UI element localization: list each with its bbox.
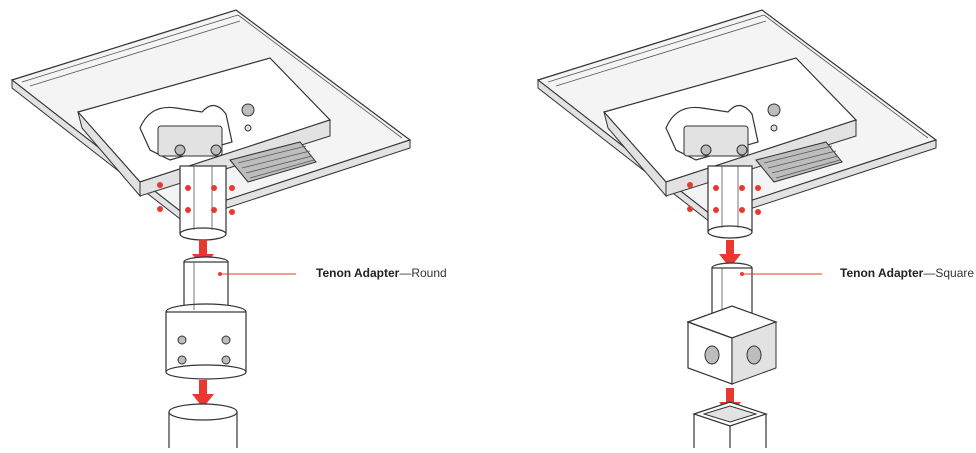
left-loose-screws <box>157 182 235 215</box>
right-sensor <box>767 103 781 117</box>
screw-icon <box>713 185 719 191</box>
callout-name: Tenon Adapter <box>316 266 400 280</box>
screw-icon <box>211 207 217 213</box>
screw-icon <box>229 209 235 215</box>
right-bracket <box>665 104 759 161</box>
screw-icon <box>755 209 761 215</box>
right-slip-fitter <box>707 165 753 239</box>
screw-icon <box>755 185 761 191</box>
left-round-pole <box>168 403 238 448</box>
left-tenon-adapter-round <box>165 256 247 380</box>
callout-variant: Round <box>411 266 447 280</box>
screw-icon <box>157 182 163 188</box>
screw-icon <box>713 207 719 213</box>
screw-icon <box>739 207 745 213</box>
right-tenon-adapter-square <box>686 262 778 385</box>
callout-separator: — <box>923 266 936 280</box>
left-sensor <box>241 103 255 117</box>
callout-name: Tenon Adapter <box>840 266 924 280</box>
right-loose-screws <box>687 182 761 215</box>
screw-icon <box>185 207 191 213</box>
screw-icon <box>157 206 163 212</box>
left-slip-fitter <box>179 165 227 241</box>
screw-icon <box>229 185 235 191</box>
left-led-module <box>229 141 317 183</box>
callout-variant: Square <box>935 266 975 280</box>
screw-icon <box>739 185 745 191</box>
right-square-pole <box>692 401 768 448</box>
right-led-module <box>755 141 843 183</box>
right-assembly <box>536 9 938 448</box>
screw-icon <box>185 185 191 191</box>
screw-icon <box>687 206 693 212</box>
screw-icon <box>211 185 217 191</box>
screw-icon <box>687 182 693 188</box>
red-down-arrow-icon <box>192 380 214 408</box>
left-bracket <box>139 104 233 161</box>
callout-separator: — <box>399 266 412 280</box>
callout-tenon-adapter-square: Tenon Adapter—Square <box>840 266 974 280</box>
red-down-arrow-icon <box>719 240 741 268</box>
callout-tenon-adapter-round: Tenon Adapter—Round <box>316 266 447 280</box>
left-assembly <box>10 9 412 448</box>
